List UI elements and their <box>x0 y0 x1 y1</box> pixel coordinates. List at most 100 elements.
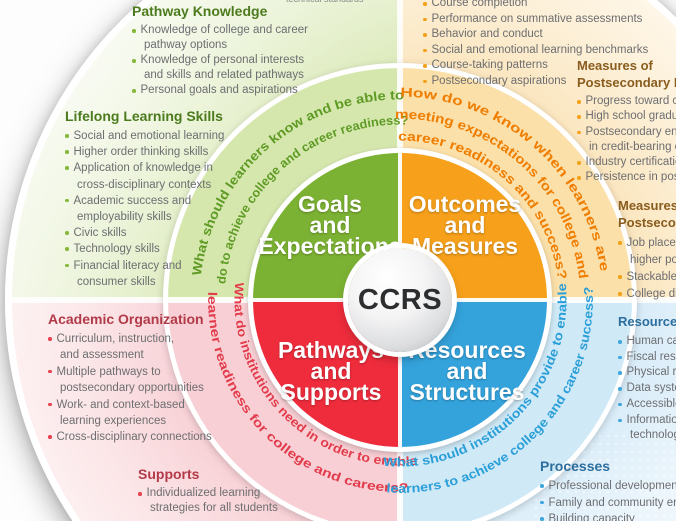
list-item-text: Individualized learning <box>146 487 261 499</box>
list-item-text: Postsecondary enrollm <box>585 125 676 138</box>
list-item-text: consumer skills <box>77 275 156 288</box>
list-item: Knowledge of college and career <box>132 23 308 38</box>
section-lifelong-learning-skills: Lifelong Learning Skills Social and emot… <box>65 108 224 290</box>
list-item: Human cap <box>618 334 676 350</box>
list-item-text: Professional development <box>548 480 676 492</box>
bullet-dot <box>540 517 544 521</box>
list-item-text: Course-taking patterns <box>431 59 548 72</box>
list-item-text: Cross-disciplinary connections <box>56 431 212 444</box>
list-item-text: College dip <box>626 288 676 300</box>
section-header: Processes <box>540 458 611 474</box>
bullet-dot <box>132 59 136 63</box>
list-item: Progress toward crede <box>577 94 676 109</box>
list-item: Professional development <box>540 478 676 495</box>
bullet-dot <box>577 100 581 104</box>
section-academic-organization: Academic Organization Curriculum, instru… <box>48 311 212 446</box>
list-item: learning experiences <box>48 413 212 429</box>
section-header: Resources <box>618 314 676 329</box>
list-item-text: High school graduatio <box>585 110 676 123</box>
bullet-dot <box>618 292 622 296</box>
bullet-dot <box>48 369 52 374</box>
bullet-list: Human capFiscal resoPhysical re Data syst… <box>618 334 676 444</box>
list-item-text: Multiple pathways to <box>56 365 161 378</box>
list-item: strategies for all students <box>138 501 278 516</box>
list-item: higher posi <box>618 252 676 269</box>
label-line: Goals <box>298 191 362 217</box>
list-item: Industry certification <box>577 155 676 170</box>
bullet-dot <box>618 340 622 344</box>
section-header: Measures of <box>577 58 653 73</box>
section-header: Lifelong Learning Skills <box>65 108 223 124</box>
list-item-text: pathway options <box>144 39 228 51</box>
list-item: Data system <box>618 381 676 397</box>
quadrant-label-pathways: Pathways and Supports <box>221 339 441 404</box>
section-header: Postsecondary Rea <box>577 75 676 90</box>
list-item-text: Application of knowledge in <box>73 162 213 175</box>
bullet-dot <box>132 29 136 33</box>
bullet-dot <box>48 402 52 407</box>
list-item: Behavior and conduct <box>423 27 648 43</box>
bullet-dot <box>423 79 427 84</box>
list-item: Curriculum, instruction, <box>48 331 212 347</box>
section-header: Pathway Knowledge <box>132 3 268 19</box>
list-item-text: employability skills <box>77 211 172 224</box>
label-line: and <box>309 212 351 238</box>
label-line: Measures <box>411 233 519 259</box>
section-header: Supports <box>138 466 200 482</box>
bullet-dot <box>618 387 622 391</box>
label-line: Structures <box>409 379 525 405</box>
bullet-dot <box>618 275 622 279</box>
bullet-dot <box>65 198 69 203</box>
clipped-text: technical standards <box>286 0 396 4</box>
list-item: Stackable <box>618 269 676 286</box>
list-item-text: Progress toward crede <box>585 95 676 107</box>
list-item: Higher order thinking skills <box>65 144 224 160</box>
list-item-text: higher posi <box>630 254 676 266</box>
bullet-dot <box>132 89 136 93</box>
section-header: Postsecon <box>618 215 676 230</box>
list-item-text: Building capacity <box>548 513 635 521</box>
list-item-text: Higher order thinking skills <box>73 146 209 159</box>
list-item-text: Academic success and <box>73 194 192 207</box>
list-item: Course-taking patterns <box>423 58 648 74</box>
list-item: employability skills <box>65 209 224 225</box>
label-line: Resources <box>408 337 526 363</box>
label-line: and <box>446 358 488 384</box>
label-line: Expectations <box>258 233 402 259</box>
list-item-text: strategies for all students <box>150 502 278 514</box>
bullet-dot <box>540 500 544 504</box>
section-measures-postsecondary-readiness: Measures of Postsecondary Rea Progress t… <box>577 58 676 186</box>
list-item-text: postsecondary opportunities <box>60 382 204 395</box>
list-item: Physical re <box>618 365 676 381</box>
bullet-dot <box>577 115 581 119</box>
list-item: Technology skills <box>65 241 224 257</box>
list-item-text: and assessment <box>60 349 144 362</box>
list-item: Accessible <box>618 397 676 413</box>
list-item: technologi <box>618 428 676 444</box>
list-item: Performance on summative assessments <box>423 12 648 28</box>
list-item-text: Physical re <box>626 366 676 379</box>
list-item-text: and skills and related pathways <box>144 69 304 81</box>
list-item: Persistence in postsec <box>577 170 676 185</box>
list-item-text: Civic skills <box>73 227 127 240</box>
list-item: Personal goals and aspirations <box>132 83 308 98</box>
bullet-dot <box>423 48 427 53</box>
bullet-dot <box>577 161 581 165</box>
list-item: Family and community engag <box>540 495 676 512</box>
list-item: Financial literacy and <box>65 258 224 274</box>
list-item-text: Persistence in postsec <box>585 171 676 184</box>
list-item: consumer skills <box>65 274 224 290</box>
bullet-dot <box>618 402 622 407</box>
label-line: and <box>310 358 352 384</box>
list-item-text: Technology skills <box>73 243 160 256</box>
bullet-dot <box>65 263 69 268</box>
list-item: Civic skills <box>65 225 224 241</box>
list-item: Multiple pathways to <box>48 364 212 380</box>
section-measures-postsecondary-2: Measures Postsecon Job placemhigher posi… <box>618 198 676 303</box>
bullet-dot <box>65 166 69 170</box>
bullet-dot <box>423 2 427 6</box>
